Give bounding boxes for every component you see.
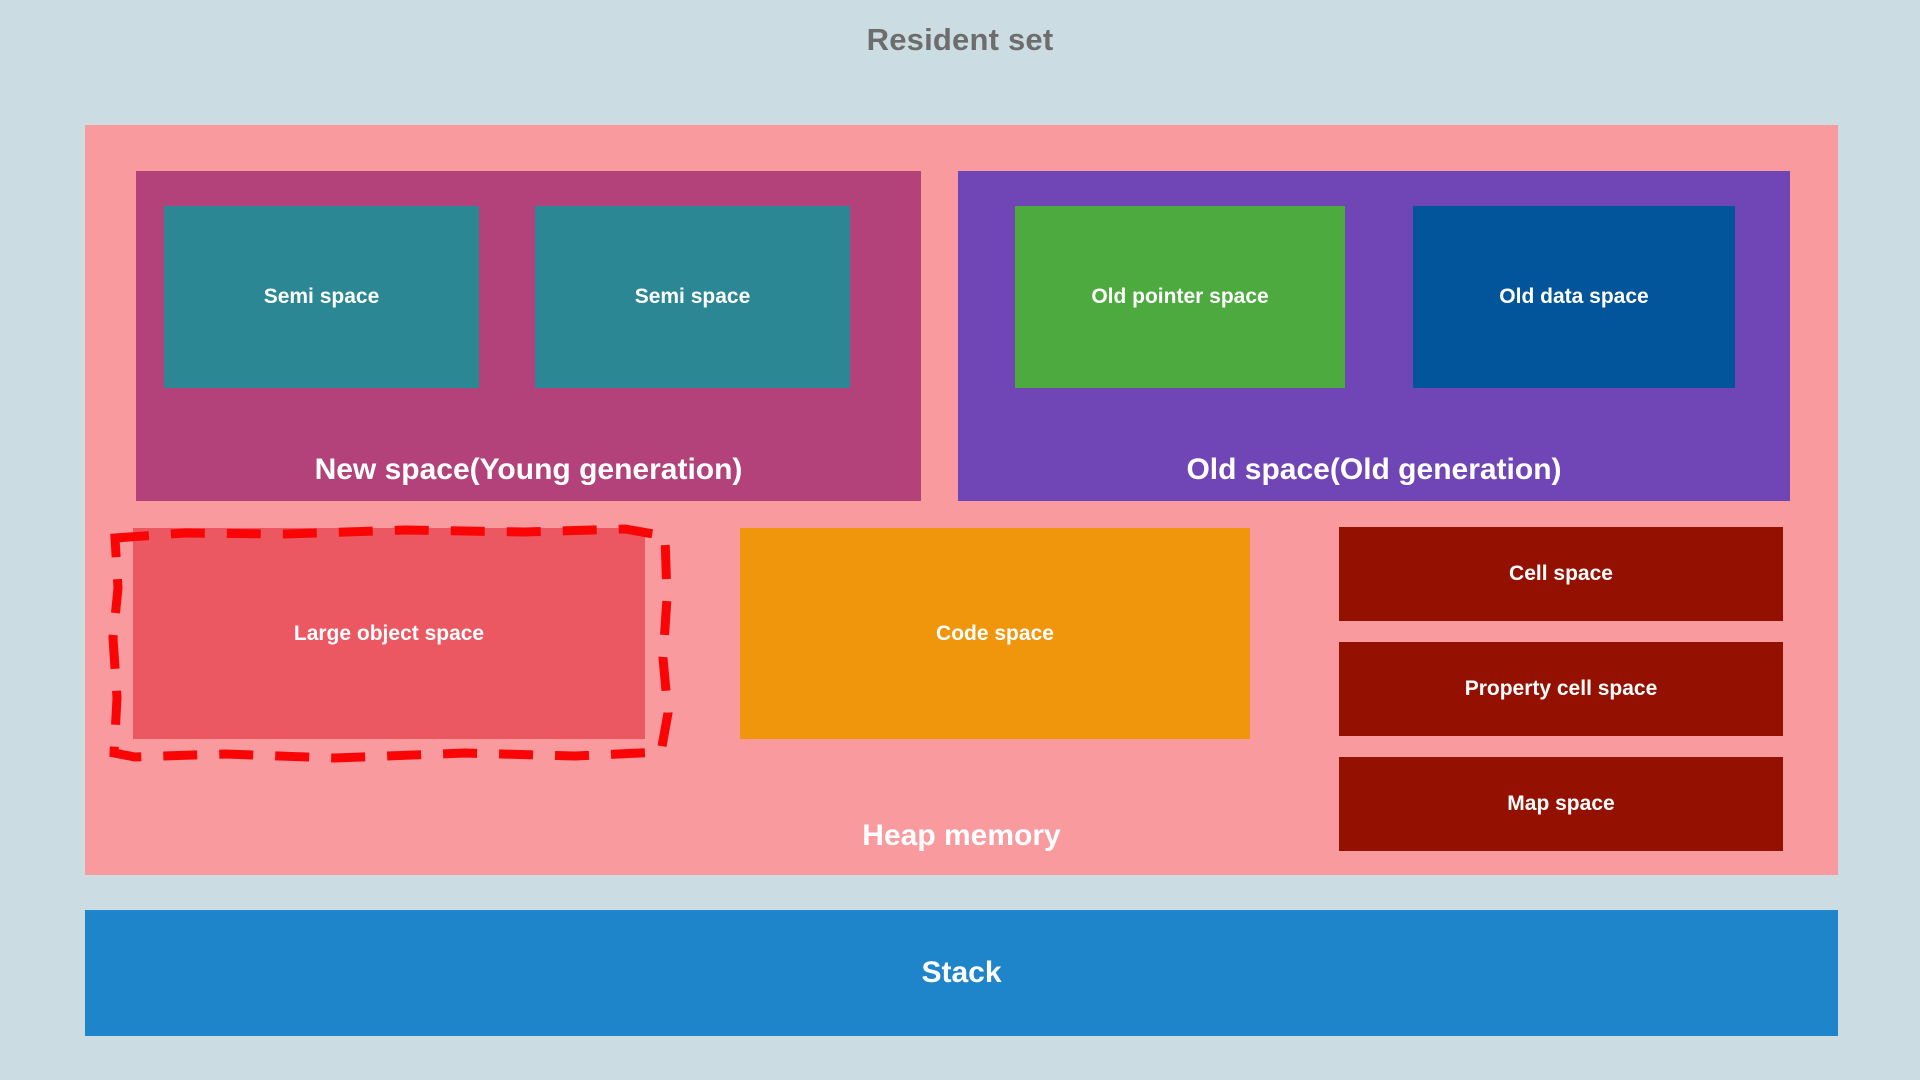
old-space-label: Old space(Old generation) bbox=[1186, 453, 1562, 486]
map-space-box: Map space bbox=[1339, 757, 1783, 851]
heap-memory-container: Semi space Semi space New space(Young ge… bbox=[85, 125, 1838, 875]
cell-space-box: Cell space bbox=[1339, 527, 1783, 621]
old-pointer-space-box: Old pointer space bbox=[1015, 206, 1345, 388]
heap-memory-label: Heap memory bbox=[862, 819, 1061, 852]
semi-space-box-2: Semi space bbox=[535, 206, 850, 388]
new-space-label: New space(Young generation) bbox=[314, 453, 743, 486]
stack-box: Stack bbox=[85, 910, 1838, 1036]
semi-space-box-1: Semi space bbox=[164, 206, 479, 388]
small-spaces-column: Cell space Property cell space Map space bbox=[1339, 527, 1783, 851]
old-space-container: Old pointer space Old data space Old spa… bbox=[958, 171, 1790, 501]
new-space-container: Semi space Semi space New space(Young ge… bbox=[136, 171, 921, 501]
property-cell-space-box: Property cell space bbox=[1339, 642, 1783, 736]
code-space-box: Code space bbox=[740, 528, 1250, 739]
page-title: Resident set bbox=[866, 22, 1054, 57]
large-object-space-box: Large object space bbox=[133, 528, 645, 739]
old-data-space-box: Old data space bbox=[1413, 206, 1735, 388]
